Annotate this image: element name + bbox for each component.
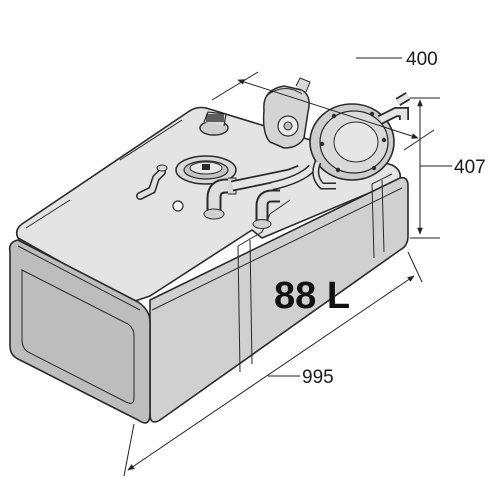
elbow-fitting-right xyxy=(252,189,280,229)
dimension-height-label: 407 xyxy=(454,157,486,178)
discharge-pipe xyxy=(230,164,316,192)
valve-block xyxy=(262,77,311,149)
elbow-fitting-center xyxy=(203,177,237,220)
dimension-width-label: 400 xyxy=(406,49,438,70)
inspection-hatch xyxy=(175,155,237,185)
vent-fitting-left xyxy=(136,164,168,200)
dimension-height: 407 xyxy=(410,97,486,239)
dimension-length-label: 995 xyxy=(302,367,334,388)
drain-port xyxy=(172,200,184,212)
capacity-label: 88 L xyxy=(274,275,350,317)
fill-fitting-top xyxy=(199,111,229,136)
dimension-length: 995 xyxy=(123,251,423,477)
